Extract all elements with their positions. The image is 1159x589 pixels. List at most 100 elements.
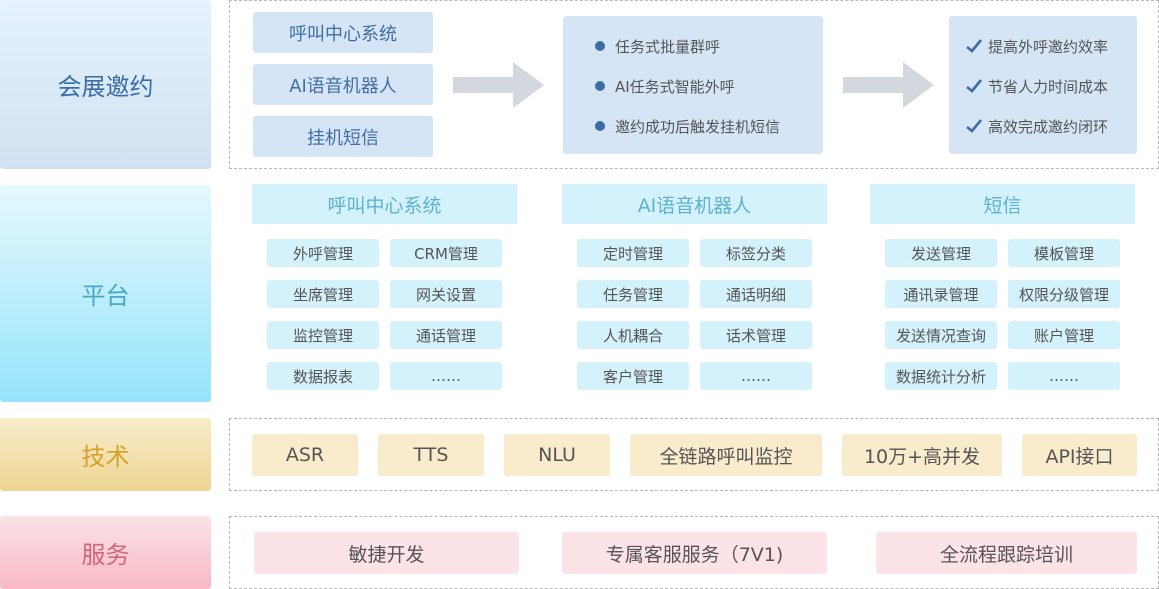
platform-item: 任务管理: [577, 280, 689, 308]
right-arrow-icon: [843, 62, 934, 108]
platform-column-title-ai-robot: AI语音机器人: [562, 184, 827, 224]
feature-text: AI任务式智能外呼: [615, 77, 735, 96]
benefit-item: 提高外呼邀约效率: [966, 26, 1137, 66]
row-label-platform-text: 平台: [81, 282, 130, 310]
feature-item: 邀约成功后触发挂机短信: [595, 106, 823, 146]
column-title-text: 呼叫中心系统: [327, 194, 442, 217]
tech-item-label: NLU: [538, 444, 576, 466]
platform-item: 发送情况查询: [885, 321, 997, 349]
benefit-text: 提高外呼邀约效率: [988, 37, 1109, 56]
platform-item: 账户管理: [1008, 321, 1120, 349]
tech-item-label: 全链路呼叫监控: [659, 445, 793, 468]
platform-column-title-sms: 短信: [870, 184, 1135, 224]
platform-item-label: ……: [741, 367, 771, 385]
channel-label: AI语音机器人: [289, 75, 397, 97]
channel-ai-robot: AI语音机器人: [253, 64, 433, 105]
platform-item-label: 账户管理: [1033, 326, 1094, 345]
right-arrow-icon: [453, 62, 544, 108]
platform-item-label: ……: [1049, 367, 1079, 385]
platform-item-label: 标签分类: [725, 244, 786, 263]
platform-item: 外呼管理: [267, 239, 379, 267]
service-item-agile: 敏捷开发: [254, 532, 519, 574]
platform-item: 通话明细: [700, 280, 812, 308]
platform-item-label: 外呼管理: [292, 244, 353, 263]
bullet-dot-icon: [595, 121, 605, 131]
column-title-text: 短信: [983, 194, 1022, 217]
platform-item-label: 模板管理: [1033, 244, 1094, 263]
benefit-text: 高效完成邀约闭环: [988, 117, 1109, 136]
tech-item-api: API接口: [1022, 434, 1137, 476]
platform-item-label: 网关设置: [415, 285, 476, 304]
bullet-dot-icon: [595, 41, 605, 51]
platform-item: CRM管理: [390, 239, 502, 267]
platform-item-label: 客户管理: [602, 367, 663, 386]
check-icon: [966, 39, 982, 53]
row-label-tech-text: 技术: [81, 443, 130, 471]
platform-item-label: 任务管理: [602, 285, 663, 304]
platform-item-label: 话术管理: [725, 326, 786, 345]
row-label-service: 服务: [0, 516, 211, 589]
check-icon: [966, 119, 982, 133]
channel-label: 挂机短信: [307, 127, 379, 149]
benefit-item: 高效完成邀约闭环: [966, 106, 1137, 146]
benefits-box: 提高外呼邀约效率 节省人力时间成本 高效完成邀约闭环: [949, 16, 1137, 154]
channel-call-center: 呼叫中心系统: [253, 12, 433, 53]
platform-item-label: 发送情况查询: [895, 326, 986, 345]
tech-item-label: 10万+高并发: [863, 445, 981, 468]
platform-item: 定时管理: [577, 239, 689, 267]
feature-item: AI任务式智能外呼: [595, 66, 823, 106]
feature-item: 任务式批量群呼: [595, 26, 823, 66]
benefit-item: 节省人力时间成本: [966, 66, 1137, 106]
tech-item-concurrency: 10万+高并发: [842, 434, 1002, 476]
feature-text: 邀约成功后触发挂机短信: [615, 117, 781, 136]
platform-item: 网关设置: [390, 280, 502, 308]
platform-item-label: 数据报表: [292, 367, 353, 386]
row-label-tech: 技术: [0, 418, 211, 491]
platform-item-label: 权限分级管理: [1018, 285, 1109, 304]
feature-text: 任务式批量群呼: [615, 37, 721, 56]
platform-item-label: 监控管理: [292, 326, 353, 345]
platform-item: 通话管理: [390, 321, 502, 349]
tech-item-label: ASR: [285, 444, 325, 466]
tech-item-asr: ASR: [252, 434, 358, 476]
platform-item: 客户管理: [577, 362, 689, 390]
platform-item: 坐席管理: [267, 280, 379, 308]
platform-item: 监控管理: [267, 321, 379, 349]
channel-sms: 挂机短信: [253, 116, 433, 157]
tech-item-label: TTS: [413, 444, 449, 466]
row-label-platform: 平台: [0, 185, 211, 402]
platform-item-label: 发送管理: [910, 244, 971, 263]
platform-item-label: 人机耦合: [602, 326, 663, 345]
platform-item-label: 通话明细: [725, 285, 786, 304]
service-item-training: 全流程跟踪培训: [876, 532, 1137, 574]
platform-item: 数据统计分析: [885, 362, 997, 390]
platform-item-label: ……: [431, 367, 461, 385]
service-item-label: 全流程跟踪培训: [939, 543, 1073, 566]
row-label-service-text: 服务: [81, 541, 130, 569]
platform-item-label: 通话管理: [415, 326, 476, 345]
platform-item-label: 定时管理: [602, 244, 663, 263]
platform-item: ……: [700, 362, 812, 390]
platform-item: 模板管理: [1008, 239, 1120, 267]
features-box: 任务式批量群呼 AI任务式智能外呼 邀约成功后触发挂机短信: [563, 16, 823, 154]
platform-item: 人机耦合: [577, 321, 689, 349]
platform-column-title-call-center: 呼叫中心系统: [252, 184, 517, 224]
bullet-dot-icon: [595, 81, 605, 91]
service-item-label: 专属客服服务（7V1): [605, 543, 784, 566]
tech-item-nlu: NLU: [504, 434, 610, 476]
platform-item-label: 通讯录管理: [903, 285, 979, 304]
service-item-dedicated-support: 专属客服服务（7V1): [562, 532, 827, 574]
platform-item: 话术管理: [700, 321, 812, 349]
tech-item-label: API接口: [1045, 445, 1114, 468]
row-label-invite-text: 会展邀约: [57, 73, 154, 101]
tech-item-monitoring: 全链路呼叫监控: [630, 434, 822, 476]
tech-item-tts: TTS: [378, 434, 484, 476]
service-item-label: 敏捷开发: [348, 543, 425, 566]
platform-item: 权限分级管理: [1008, 280, 1120, 308]
platform-item-label: CRM管理: [414, 244, 478, 263]
platform-item-label: 坐席管理: [292, 285, 353, 304]
platform-item: 发送管理: [885, 239, 997, 267]
platform-item: 通讯录管理: [885, 280, 997, 308]
channel-label: 呼叫中心系统: [289, 23, 397, 45]
platform-item: ……: [390, 362, 502, 390]
